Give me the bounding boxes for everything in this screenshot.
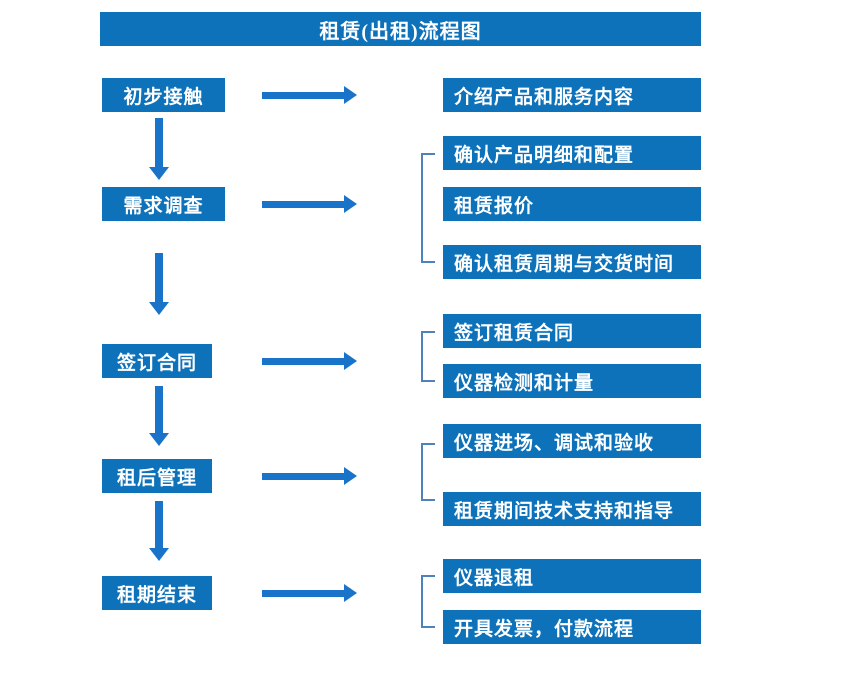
output-box-rental-quote: 租赁报价 (443, 187, 701, 221)
right-arrow-3 (262, 352, 357, 370)
output-box-introduce-products: 介绍产品和服务内容 (443, 78, 701, 112)
arrow-head (149, 433, 169, 446)
arrow-head (149, 302, 169, 315)
flowchart-title: 租赁(出租)流程图 (100, 12, 701, 46)
output-box-tech-support: 租赁期间技术支持和指导 (443, 492, 701, 526)
down-arrow-4 (148, 501, 170, 561)
output-box-instrument-inspection: 仪器检测和计量 (443, 364, 701, 398)
group-bracket-demand-survey (421, 153, 435, 263)
arrow-head (344, 584, 357, 602)
output-box-invoice-payment: 开具发票，付款流程 (443, 610, 701, 644)
arrow-shaft (262, 589, 344, 597)
group-bracket-lease-end (421, 575, 435, 628)
stage-box-demand-survey: 需求调查 (102, 187, 225, 221)
arrow-shaft (155, 253, 163, 302)
down-arrow-1 (148, 118, 170, 180)
output-box-sign-rental-contract: 签订租赁合同 (443, 314, 701, 348)
right-arrow-4 (262, 467, 357, 485)
right-arrow-5 (262, 584, 357, 602)
output-box-confirm-rental-period: 确认租赁周期与交货时间 (443, 245, 701, 279)
output-box-instrument-setup: 仪器进场、调试和验收 (443, 424, 701, 458)
stage-box-sign-contract: 签订合同 (102, 344, 212, 378)
down-arrow-2 (148, 253, 170, 315)
stage-box-post-rental-management: 租后管理 (102, 459, 212, 493)
right-arrow-2 (262, 195, 357, 213)
arrow-head (344, 467, 357, 485)
arrow-shaft (155, 386, 163, 433)
arrow-shaft (155, 501, 163, 548)
arrow-shaft (262, 200, 344, 208)
output-box-confirm-product-details: 确认产品明细和配置 (443, 136, 701, 170)
arrow-head (149, 548, 169, 561)
arrow-shaft (155, 118, 163, 167)
arrow-head (149, 167, 169, 180)
arrow-head (344, 195, 357, 213)
output-box-instrument-return: 仪器退租 (443, 559, 701, 593)
group-bracket-sign-contract (421, 331, 435, 382)
arrow-shaft (262, 91, 344, 99)
arrow-shaft (262, 357, 344, 365)
stage-box-initial-contact: 初步接触 (102, 78, 225, 112)
down-arrow-3 (148, 386, 170, 446)
group-bracket-post-rental (421, 443, 435, 501)
stage-box-lease-end: 租期结束 (102, 576, 212, 610)
arrow-head (344, 86, 357, 104)
arrow-head (344, 352, 357, 370)
arrow-shaft (262, 472, 344, 480)
right-arrow-1 (262, 86, 357, 104)
